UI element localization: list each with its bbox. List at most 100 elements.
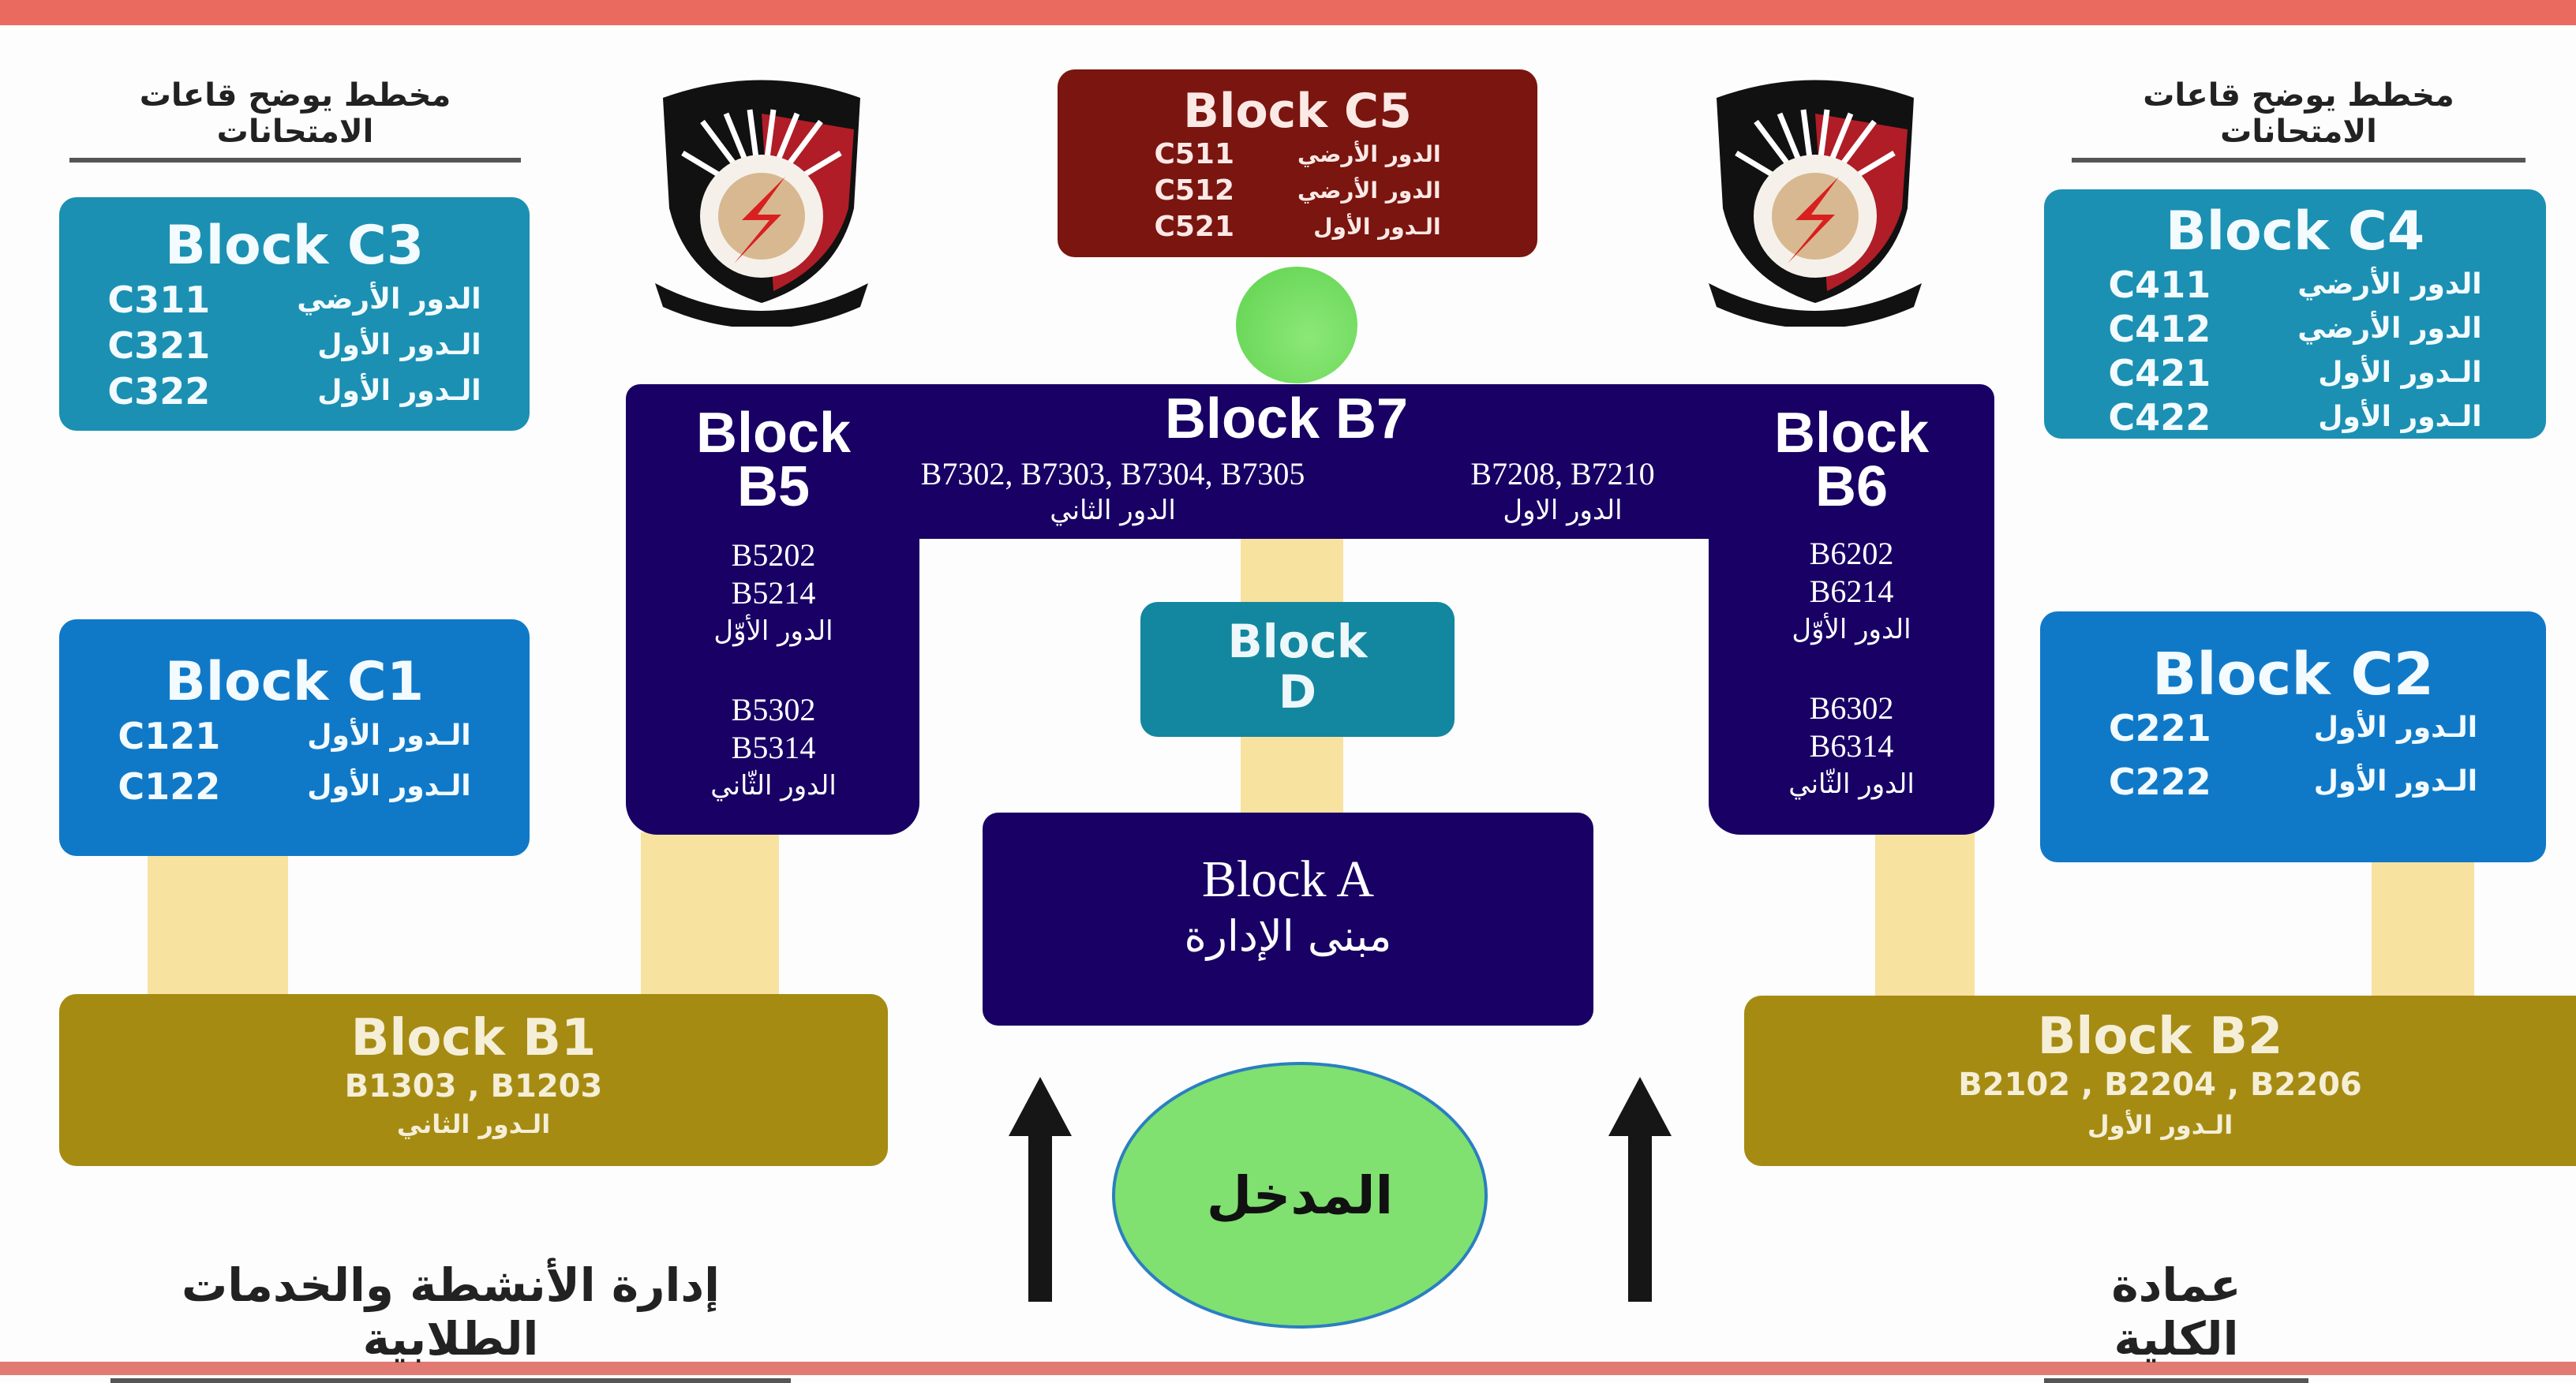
block-c1-rooms: C121 الـدور الأول C122 الـدور الأول [59,714,530,809]
room-floor: الـدور الأول [2318,401,2482,433]
room-code: C422 [2108,396,2211,439]
block-b6-title-line2: B6 [1814,455,1889,518]
room-floor: الـدور الأول [2318,357,2482,389]
room-floor: الـدور الأول [307,770,471,802]
block-c5[interactable]: Block C5 C511 الدور الأرضي C512 الدور ال… [1058,69,1537,257]
room-code: C311 [107,278,211,321]
block-c1[interactable]: Block C1 C121 الـدور الأول C122 الـدور ا… [59,619,530,856]
block-b2-rooms: B2102 , B2204 , B2206 [1958,1067,2362,1103]
block-d[interactable]: Block D [1140,602,1455,737]
block-b5-title-line2: B5 [736,455,811,518]
block-c3-rooms: C311 الدور الأرضي C321 الـدور الأول C322… [59,278,530,413]
block-b1-title: Block B1 [350,1009,597,1067]
block-b5[interactable] [626,473,919,835]
marker-dot [1236,267,1357,383]
room-floor: الدور الأرضي [1297,178,1441,204]
block-b6-title-line1: Block [1773,402,1930,465]
entrance-label: المدخل [1206,1164,1394,1226]
room-floor: الدور الأرضي [297,283,481,316]
block-b2-title: Block B2 [2037,1007,2283,1066]
bottom-border-bar [0,1362,2576,1375]
floor-label: الدور الأوّل [713,615,833,647]
room-floor: الـدور الأول [317,375,481,407]
block-b6-first-floor: B6202 B6214 الدور الأوّل [1733,535,1970,649]
block-b5-first-floor: B5202 B5214 الدور الأوّل [655,536,892,650]
block-b7-second-floor-rooms: B7302, B7303, B7304, B7305 [920,456,1305,492]
room-code: B5202 [731,537,816,573]
block-b7-title: Block B7 [1164,387,1409,450]
block-b1-floor: الـدور الثاني [396,1109,551,1139]
room-code: C122 [118,765,221,808]
room-floor: الدور الأرضي [2297,268,2482,301]
room-floor: الـدور الأول [317,329,481,361]
block-c3[interactable]: Block C3 C311 الدور الأرضي C321 الـدور ا… [59,197,530,431]
block-c2[interactable]: Block C2 C221 الـدور الأول C222 الـدور ا… [2040,611,2546,862]
room-code: C322 [107,370,211,413]
block-c3-title: Block C3 [164,215,425,277]
block-c5-rooms: C511 الدور الأرضي C512 الدور الأرضي C521… [1058,137,1537,245]
room-code: C412 [2108,308,2211,350]
block-b1-rooms: B1303 , B1203 [344,1068,603,1105]
block-b7-first-floor-rooms: B7208, B7210 [1470,456,1655,492]
room-code: C321 [107,324,211,367]
block-c5-title: Block C5 [1183,84,1412,139]
floor-label: الدور الأوّل [1792,614,1911,645]
connector-c1-b1 [148,856,288,998]
block-c4-title: Block C4 [2165,200,2425,263]
room-code: C121 [118,715,221,757]
block-b7-first-floor-label: الدور الاول [1503,495,1623,526]
block-c2-rooms: C221 الـدور الأول C222 الـدور الأول [2040,706,2546,804]
room-code: B6214 [1809,574,1894,609]
room-code: B6202 [1809,536,1894,571]
label-student-services: إدارة الأنشطة والخدمات الطلابية [110,1258,791,1383]
arrow-up-right-icon [1608,1077,1672,1302]
heading-left: مخطط يوضح قاعات الامتحانات [69,77,521,163]
block-a[interactable]: Block A مبنى الإدارة [983,813,1593,1026]
room-code: C421 [2108,352,2211,394]
room-floor: الدور الأرضي [1297,141,1441,167]
block-b5-title-line1: Block [695,402,852,465]
block-a-title: Block A [1201,850,1375,908]
room-code: B6314 [1809,728,1894,764]
block-d-title-line1: Block [1227,615,1368,668]
block-b6-second-floor: B6302 B6314 الدور الثّاني [1733,690,1970,803]
room-code: C511 [1154,138,1235,170]
block-b5-second-floor: B5302 B5314 الدور الثّاني [655,691,892,805]
faculty-logo-left-icon [655,80,868,327]
block-b2[interactable]: Block B2 B2102 , B2204 , B2206 الـدور ال… [1744,996,2576,1166]
heading-right: مخطط يوضح قاعات الامتحانات [2072,77,2525,163]
room-code: B5214 [731,575,816,611]
block-b6[interactable] [1709,473,1994,835]
block-c2-title: Block C2 [2151,641,2435,708]
block-c1-title: Block C1 [164,651,425,713]
block-c4[interactable]: Block C4 C411 الدور الأرضي C412 الدور ال… [2044,189,2546,439]
room-floor: الـدور الأول [307,720,471,752]
faculty-logo-right-icon [1709,80,1922,327]
room-code: C411 [2108,264,2211,306]
block-b2-floor: الـدور الأول [2087,1110,2233,1140]
floor-label: الدور الثّاني [1788,768,1915,800]
entrance[interactable]: المدخل [1112,1062,1488,1329]
room-code: C521 [1154,211,1235,243]
connector-c2-b2 [2372,862,2474,1000]
room-floor: الـدور الأول [1313,214,1441,240]
room-code: B5302 [731,692,816,727]
block-a-subtitle: مبنى الإدارة [1184,911,1392,961]
floor-label: الدور الثّاني [710,770,837,802]
connector-b5-b1 [641,832,779,998]
room-floor: الـدور الأول [2313,765,2478,798]
room-code: C222 [2108,761,2211,803]
label-deanship: عمادة الكلية [2044,1258,2308,1383]
room-floor: الـدور الأول [2313,712,2478,744]
room-code: C221 [2108,707,2211,749]
connector-b6-b2 [1875,832,1975,998]
arrow-up-left-icon [1009,1077,1072,1302]
block-d-title-line2: D [1278,665,1317,719]
room-floor: الدور الأرضي [2297,312,2482,345]
top-border-bar [0,0,2576,25]
room-code: B5314 [731,730,816,765]
block-b1[interactable]: Block B1 B1303 , B1203 الـدور الثاني [59,994,888,1166]
room-code: B6302 [1809,690,1894,726]
room-code: C512 [1154,174,1235,207]
block-b7-second-floor-label: الدور الثاني [1050,495,1176,526]
